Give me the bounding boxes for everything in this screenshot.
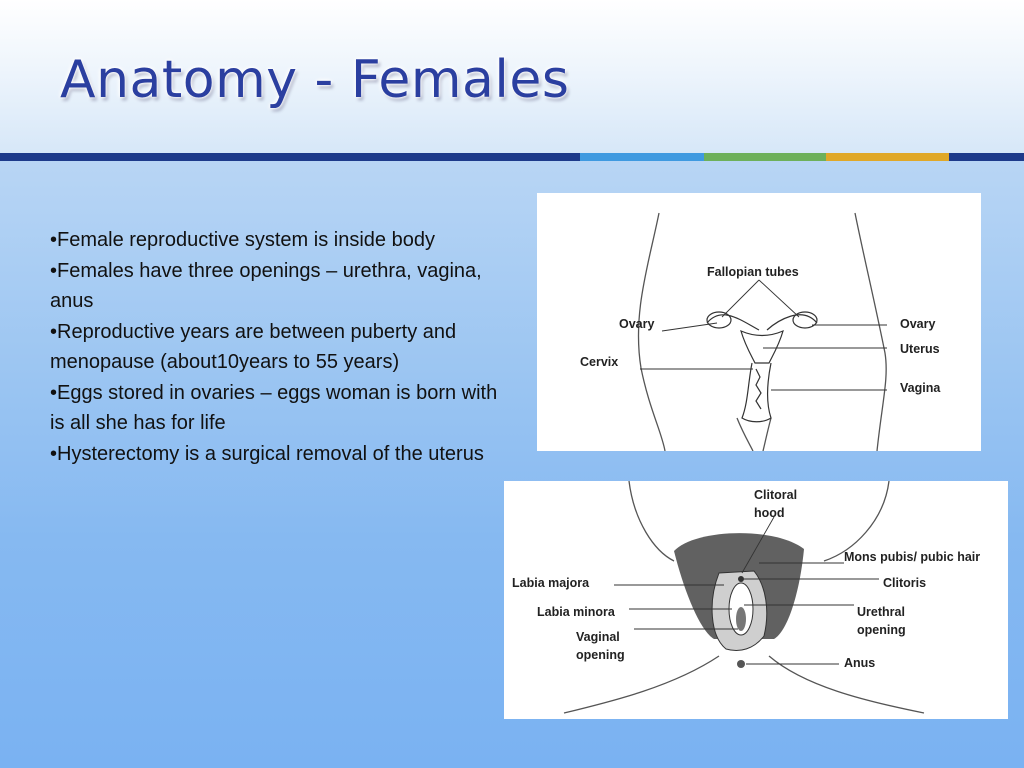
- anus-shape: [737, 660, 745, 668]
- leader-lines: [640, 279, 887, 391]
- label-ovary-left: Ovary: [619, 317, 654, 331]
- label-vaginal-opening-2: opening: [576, 648, 625, 662]
- label-mons-pubis: Mons pubis/ pubic hair: [844, 550, 980, 564]
- divider-navy-end-segment: [949, 153, 1024, 161]
- label-cervix: Cervix: [580, 355, 618, 369]
- divider-blue-segment: [580, 153, 704, 161]
- external-anatomy-diagram: Clitoral hood Mons pubis/ pubic hair Cli…: [504, 481, 1008, 719]
- leader-lines: [614, 516, 879, 665]
- divider-navy-segment: [0, 153, 580, 161]
- body-outline: [637, 212, 887, 451]
- bullet-item: Reproductive years are between puberty a…: [50, 317, 498, 378]
- label-labia-majora: Labia majora: [512, 576, 590, 590]
- label-labia-minora: Labia minora: [537, 605, 616, 619]
- label-urethral-opening: Urethral: [857, 605, 905, 619]
- left-ovary-shape: [706, 311, 732, 329]
- internal-anatomy-svg: Fallopian tubes Ovary Ovary Uterus Cervi…: [580, 212, 941, 451]
- divider-gold-segment: [826, 153, 949, 161]
- label-clitoral-hood: Clitoral: [754, 488, 797, 502]
- label-vagina: Vagina: [900, 381, 941, 395]
- bullet-item: Female reproductive system is inside bod…: [50, 225, 498, 256]
- bullet-list: Female reproductive system is inside bod…: [50, 225, 498, 469]
- label-anus: Anus: [844, 656, 875, 670]
- label-urethral-opening-2: opening: [857, 623, 906, 637]
- uterus-illustration: [706, 311, 818, 423]
- label-fallopian-tubes: Fallopian tubes: [707, 265, 799, 279]
- divider-green-segment: [704, 153, 826, 161]
- bullet-item: Females have three openings – urethra, v…: [50, 256, 498, 317]
- label-vaginal-opening: Vaginal: [576, 630, 620, 644]
- vagina-shape: [741, 362, 772, 423]
- label-clitoris: Clitoris: [883, 576, 926, 590]
- uterus-shape: [740, 329, 784, 364]
- label-uterus: Uterus: [900, 342, 940, 356]
- right-ovary-shape: [792, 311, 818, 329]
- vaginal-opening-shape: [736, 607, 746, 631]
- fallopian-tube-right: [766, 314, 818, 331]
- slide-header: Anatomy - Females: [0, 0, 1024, 154]
- body-outline: [563, 481, 925, 714]
- bullet-item: Hysterectomy is a surgical removal of th…: [50, 439, 498, 470]
- label-ovary-right: Ovary: [900, 317, 935, 331]
- vulva-illustration: [674, 533, 804, 668]
- header-divider: [0, 153, 1024, 161]
- external-anatomy-svg: Clitoral hood Mons pubis/ pubic hair Cli…: [512, 481, 980, 714]
- fallopian-tube-left: [706, 314, 760, 331]
- internal-anatomy-diagram: Fallopian tubes Ovary Ovary Uterus Cervi…: [537, 193, 981, 451]
- bullet-item: Eggs stored in ovaries – eggs woman is b…: [50, 378, 498, 439]
- label-clitoral-hood-2: hood: [754, 506, 785, 520]
- slide-title: Anatomy - Females: [60, 50, 570, 110]
- clitoris-shape: [738, 576, 744, 582]
